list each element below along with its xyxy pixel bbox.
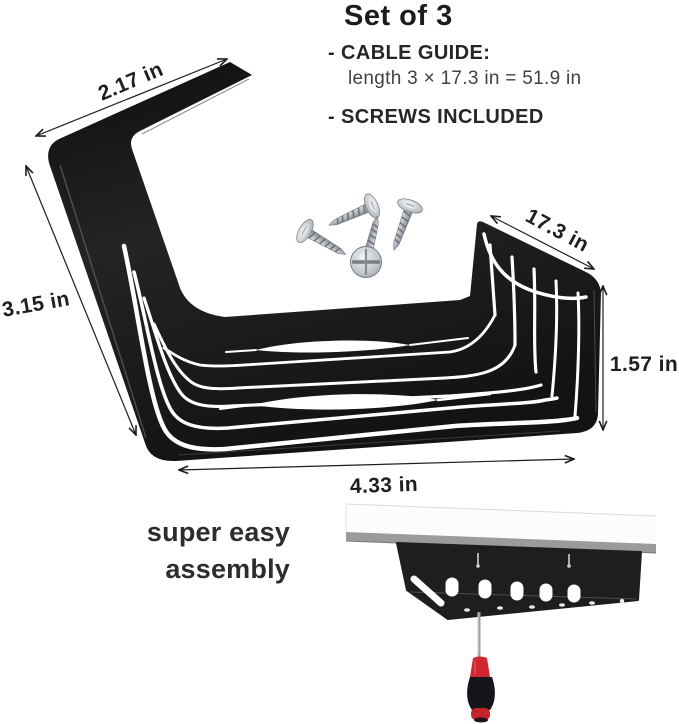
base-slots [252, 340, 438, 410]
dim-label-right-height: 1.57 in [609, 353, 679, 376]
arrow-length [491, 216, 594, 269]
arrow-top-flange [36, 59, 227, 136]
dimension-arrows [26, 59, 603, 470]
bullet-screws-included: - SCREWS INCLUDED [328, 106, 544, 128]
assembly-caption: super easy assembly [118, 514, 290, 588]
arrow-left-height [26, 166, 136, 435]
cable-guide-illustration [48, 62, 602, 462]
bullet-cable-guide-detail: length 3 × 17.3 in = 51.9 in [348, 68, 582, 89]
dim-label-base-width: 4.33 in [349, 472, 419, 499]
cable-tray-icon [396, 542, 642, 620]
mounting-screw-marks [476, 553, 571, 568]
screwdriver-icon [467, 612, 495, 723]
caption-line-2: assembly [165, 554, 290, 584]
page-title: Set of 3 [344, 0, 453, 32]
shelf [345, 503, 657, 554]
arrow-base-width [179, 459, 574, 470]
flange-tip-edge [243, 67, 253, 75]
assembly-illustration [345, 503, 657, 723]
caption-line-1: super easy [146, 517, 290, 547]
slot-gaps [121, 232, 588, 452]
screws-icon [292, 190, 426, 278]
bullet-cable-guide: - CABLE GUIDE: [328, 42, 491, 64]
